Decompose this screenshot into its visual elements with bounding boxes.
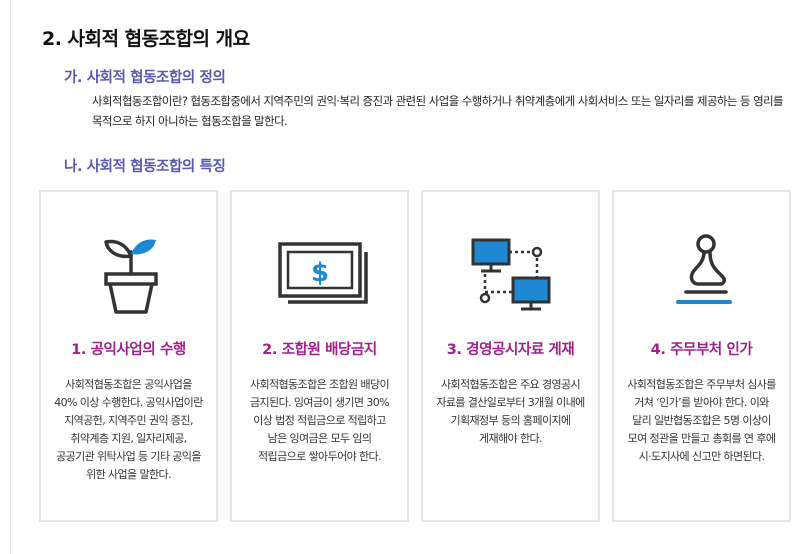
card-title: 4. 주무부처 인가 [650, 342, 753, 358]
card-title: 3. 경영공시자료 게재 [446, 342, 575, 358]
svg-text:$: $ [310, 258, 328, 288]
stamp-icon [614, 230, 793, 320]
feature-card-no-dividend: $ 2. 조합원 배당금지 사회적협동조합은 조합원 배당이 금지된다. 잉여금… [230, 190, 409, 522]
card-title: 1. 공익사업의 수행 [71, 342, 186, 358]
feature-card-approval: 4. 주무부처 인가 사회적협동조합은 주무부처 심사를 거쳐 ‘인가’를 받아… [612, 190, 791, 522]
card-description: 사회적협동조합은 주무부처 심사를 거쳐 ‘인가’를 받아야 한다. 이와 달리… [627, 378, 776, 463]
features-heading: 나. 사회적 협동조합의 특징 [64, 159, 226, 175]
card-title: 2. 조합원 배당금지 [262, 342, 377, 358]
page-title: 2. 사회적 협동조합의 개요 [42, 28, 250, 50]
feature-card-disclosure: 3. 경영공시자료 게재 사회적협동조합은 주요 경영공시 자료를 결산일로부터… [421, 190, 600, 522]
card-description: 사회적협동조합은 주요 경영공시 자료를 결산일로부터 3개월 이내에 기획재정… [436, 378, 585, 445]
definition-text: 사회적협동조합이란? 협동조합중에서 지역주민의 권익·복리 증진과 관련된 사… [92, 94, 784, 128]
network-computers-icon [423, 230, 602, 320]
card-description: 사회적협동조합은 공익사업을 40% 이상 수행한다. 공익사업이란 지역공헌,… [54, 378, 203, 481]
money-bill-icon: $ [232, 230, 411, 320]
feature-card-public-service: 1. 공익사업의 수행 사회적협동조합은 공익사업을 40% 이상 수행한다. … [39, 190, 218, 522]
plant-pot-icon [41, 230, 220, 320]
definition-heading: 가. 사회적 협동조합의 정의 [64, 70, 226, 86]
card-description: 사회적협동조합은 조합원 배당이 금지된다. 잉여금이 생기면 30% 이상 법… [249, 378, 390, 463]
page-left-rule [10, 0, 11, 554]
